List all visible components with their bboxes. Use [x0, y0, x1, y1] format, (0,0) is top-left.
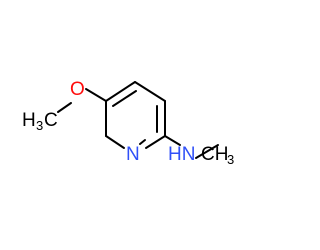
bond-o-ch3 [57, 102, 72, 113]
bond-n1-c6 [105, 135, 125, 149]
bond-c-nh [164, 135, 181, 146]
bond-c-o [85, 88, 107, 102]
bond-nh-ch3 [195, 144, 219, 159]
bond-lines [57, 81, 219, 159]
bond-c5-c4 [134, 81, 166, 102]
bond-c2-n1-double [139, 139, 146, 145]
molecule-structure: O N H 3 C HN CH 3 [22, 79, 234, 167]
ring-nitrogen-label: N [126, 144, 140, 165]
methyl-left-c: C [44, 110, 58, 131]
bond-c6-c5 [105, 81, 136, 102]
bond-c3-c2 [145, 135, 166, 149]
methyl-right-label: CH [201, 144, 228, 165]
methyl-left-subscript: 3 [36, 118, 43, 133]
oxygen-label: O [70, 79, 85, 100]
methyl-left-h: H [22, 110, 36, 131]
methyl-right-subscript: 3 [227, 152, 234, 167]
bond-c6-c5-double [112, 90, 137, 107]
amine-nh-label: HN [168, 144, 195, 165]
